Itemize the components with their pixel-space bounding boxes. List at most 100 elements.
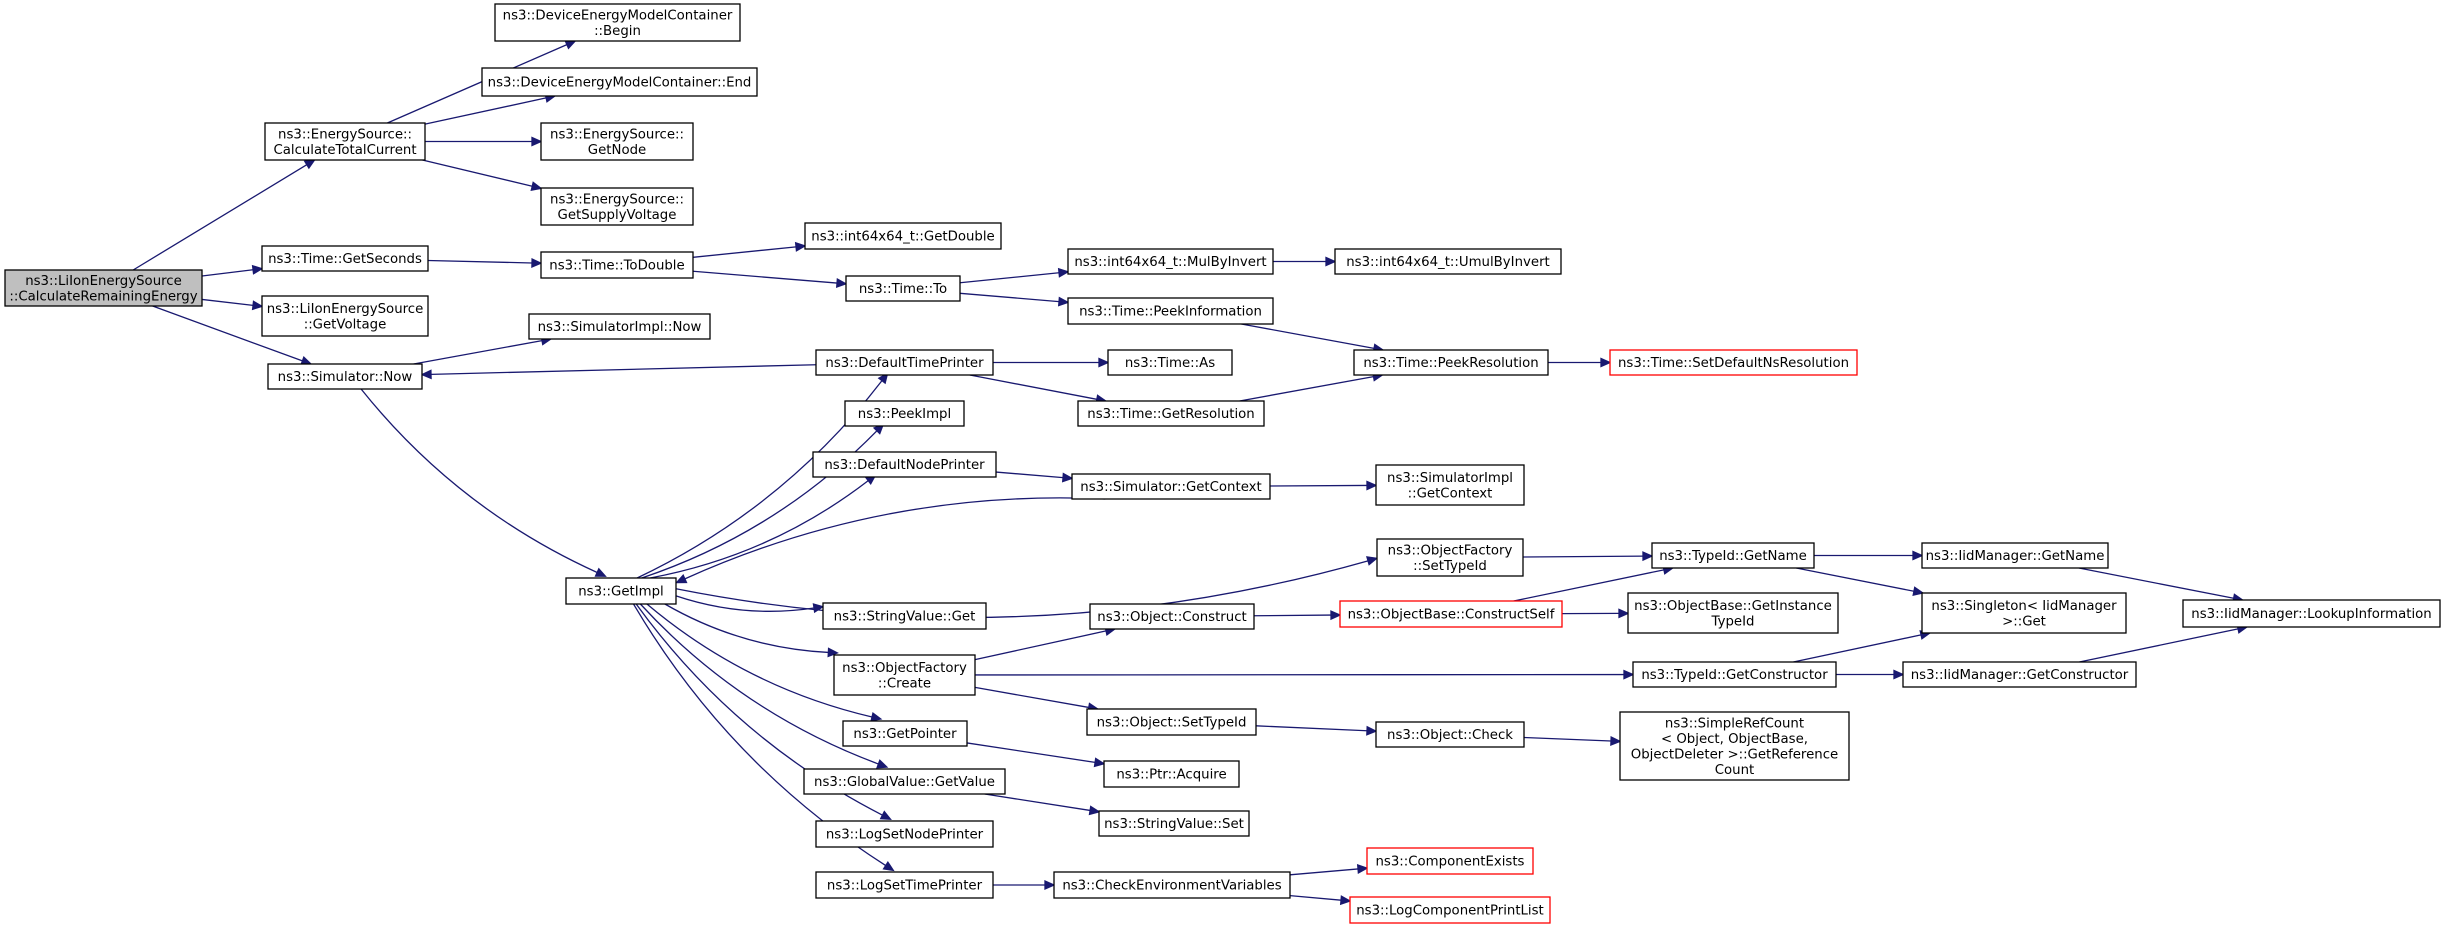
node-peekimpl[interactable]: ns3::PeekImpl xyxy=(844,400,965,427)
node-box[interactable] xyxy=(540,187,694,226)
node-getpointer[interactable]: ns3::GetPointer xyxy=(842,720,968,747)
node-dtp[interactable]: ns3::DefaultTimePrinter xyxy=(815,349,994,376)
node-box[interactable] xyxy=(264,122,426,161)
node-box[interactable] xyxy=(528,313,711,340)
node-end[interactable]: ns3::DeviceEnergyModelContainer::End xyxy=(481,67,758,97)
node-mulbyinvert[interactable]: ns3::int64x64_t::MulByInvert xyxy=(1067,248,1274,275)
node-box[interactable] xyxy=(845,275,961,302)
node-getimpl[interactable]: ns3::GetImpl xyxy=(565,577,677,605)
node-logsettime[interactable]: ns3::LogSetTimePrinter xyxy=(815,871,994,899)
node-getres[interactable]: ns3::Time::GetResolution xyxy=(1077,400,1265,427)
node-box[interactable] xyxy=(844,400,965,427)
node-box[interactable] xyxy=(1103,760,1240,788)
node-checkenv[interactable]: ns3::CheckEnvironmentVariables xyxy=(1053,871,1291,899)
node-box[interactable] xyxy=(1627,592,1839,634)
node-getdouble[interactable]: ns3::int64x64_t::GetDouble xyxy=(804,222,1002,250)
node-box[interactable] xyxy=(540,122,694,161)
node-box[interactable] xyxy=(1902,661,2137,688)
node-box[interactable] xyxy=(2182,599,2441,628)
node-box[interactable] xyxy=(815,349,994,376)
node-box[interactable] xyxy=(1089,603,1255,630)
node-box[interactable] xyxy=(267,363,423,390)
node-umulbyinvert[interactable]: ns3::int64x64_t::UmulByInvert xyxy=(1334,248,1562,275)
node-box[interactable] xyxy=(822,602,987,630)
node-svset[interactable]: ns3::StringValue::Set xyxy=(1098,810,1250,837)
node-box[interactable] xyxy=(1651,542,1815,569)
node-box[interactable] xyxy=(1349,896,1551,924)
node-gvgetvalue[interactable]: ns3::GlobalValue::GetValue xyxy=(803,768,1006,795)
node-box[interactable] xyxy=(1375,464,1525,506)
node-ofsettypeid[interactable]: ns3::ObjectFactory::SetTypeId xyxy=(1376,538,1524,577)
node-svget[interactable]: ns3::StringValue::Get xyxy=(822,602,987,630)
node-box[interactable] xyxy=(261,245,429,272)
node-ptracquire[interactable]: ns3::Ptr::Acquire xyxy=(1103,760,1240,788)
node-box[interactable] xyxy=(1086,708,1257,736)
node-box[interactable] xyxy=(1376,538,1524,577)
node-box[interactable] xyxy=(1609,349,1858,376)
node-box[interactable] xyxy=(1077,400,1265,427)
node-as[interactable]: ns3::Time::As xyxy=(1107,349,1233,376)
node-peekinfo[interactable]: ns3::Time::PeekInformation xyxy=(1067,297,1274,325)
node-box[interactable] xyxy=(1375,721,1525,748)
node-setdefns[interactable]: ns3::Time::SetDefaultNsResolution xyxy=(1609,349,1858,376)
node-logcompprint[interactable]: ns3::LogComponentPrintList xyxy=(1349,896,1551,924)
node-box[interactable] xyxy=(1921,542,2109,569)
node-lookupinfo[interactable]: ns3::IidManager::LookupInformation xyxy=(2182,599,2441,628)
node-box[interactable] xyxy=(1334,248,1562,275)
node-peekres[interactable]: ns3::Time::PeekResolution xyxy=(1353,349,1549,376)
node-logsetnode[interactable]: ns3::LogSetNodePrinter xyxy=(815,820,994,848)
node-getseconds[interactable]: ns3::Time::GetSeconds xyxy=(261,245,429,272)
node-box[interactable] xyxy=(4,269,203,307)
node-box[interactable] xyxy=(1098,810,1250,837)
node-box[interactable] xyxy=(1632,661,1837,688)
node-iidgetctor[interactable]: ns3::IidManager::GetConstructor xyxy=(1902,661,2137,688)
node-box[interactable] xyxy=(842,720,968,747)
node-getvoltage[interactable]: ns3::LiIonEnergySource::GetVoltage xyxy=(261,295,429,337)
node-box[interactable] xyxy=(540,251,694,279)
node-box[interactable] xyxy=(1107,349,1233,376)
node-box[interactable] xyxy=(261,295,429,337)
node-ctc[interactable]: ns3::EnergySource::CalculateTotalCurrent xyxy=(264,122,426,161)
node-simgetctx[interactable]: ns3::Simulator::GetContext xyxy=(1071,473,1271,500)
node-todouble[interactable]: ns3::Time::ToDouble xyxy=(540,251,694,279)
node-typeidgetname[interactable]: ns3::TypeId::GetName xyxy=(1651,542,1815,569)
node-simimplnow[interactable]: ns3::SimulatorImpl::Now xyxy=(528,313,711,340)
node-getnode[interactable]: ns3::EnergySource::GetNode xyxy=(540,122,694,161)
node-box[interactable] xyxy=(1071,473,1271,500)
node-simimplgetctx[interactable]: ns3::SimulatorImpl::GetContext xyxy=(1375,464,1525,506)
node-compexists[interactable]: ns3::ComponentExists xyxy=(1366,847,1534,875)
node-objsettypeid[interactable]: ns3::Object::SetTypeId xyxy=(1086,708,1257,736)
node-box[interactable] xyxy=(815,871,994,899)
node-typeidgetctor[interactable]: ns3::TypeId::GetConstructor xyxy=(1632,661,1837,688)
node-objcheck[interactable]: ns3::Object::Check xyxy=(1375,721,1525,748)
node-objconstruct[interactable]: ns3::Object::Construct xyxy=(1089,603,1255,630)
node-box[interactable] xyxy=(565,577,677,605)
node-box[interactable] xyxy=(1053,871,1291,899)
node-simnow[interactable]: ns3::Simulator::Now xyxy=(267,363,423,390)
node-ofcreate[interactable]: ns3::ObjectFactory::Create xyxy=(833,654,976,696)
node-iidgetname[interactable]: ns3::IidManager::GetName xyxy=(1921,542,2109,569)
node-gsv[interactable]: ns3::EnergySource::GetSupplyVoltage xyxy=(540,187,694,226)
node-box[interactable] xyxy=(1339,600,1563,628)
node-getrefcount[interactable]: ns3::SimpleRefCount< Object, ObjectBase,… xyxy=(1619,711,1850,781)
node-box[interactable] xyxy=(481,67,758,97)
node-dnp[interactable]: ns3::DefaultNodePrinter xyxy=(812,451,997,478)
node-root[interactable]: ns3::LiIonEnergySource::CalculateRemaini… xyxy=(4,269,203,307)
node-box[interactable] xyxy=(1067,248,1274,275)
node-box[interactable] xyxy=(1619,711,1850,781)
node-singleton[interactable]: ns3::Singleton< IidManager >::Get xyxy=(1921,592,2127,634)
node-box[interactable] xyxy=(1366,847,1534,875)
node-box[interactable] xyxy=(494,3,741,42)
node-obconstructself[interactable]: ns3::ObjectBase::ConstructSelf xyxy=(1339,600,1563,628)
node-box[interactable] xyxy=(1067,297,1274,325)
node-box[interactable] xyxy=(812,451,997,478)
node-box[interactable] xyxy=(803,768,1006,795)
node-box[interactable] xyxy=(804,222,1002,250)
node-box[interactable] xyxy=(1921,592,2127,634)
node-begin[interactable]: ns3::DeviceEnergyModelContainer::Begin xyxy=(494,3,741,42)
node-box[interactable] xyxy=(1353,349,1549,376)
node-to[interactable]: ns3::Time::To xyxy=(845,275,961,302)
node-box[interactable] xyxy=(833,654,976,696)
node-box[interactable] xyxy=(815,820,994,848)
